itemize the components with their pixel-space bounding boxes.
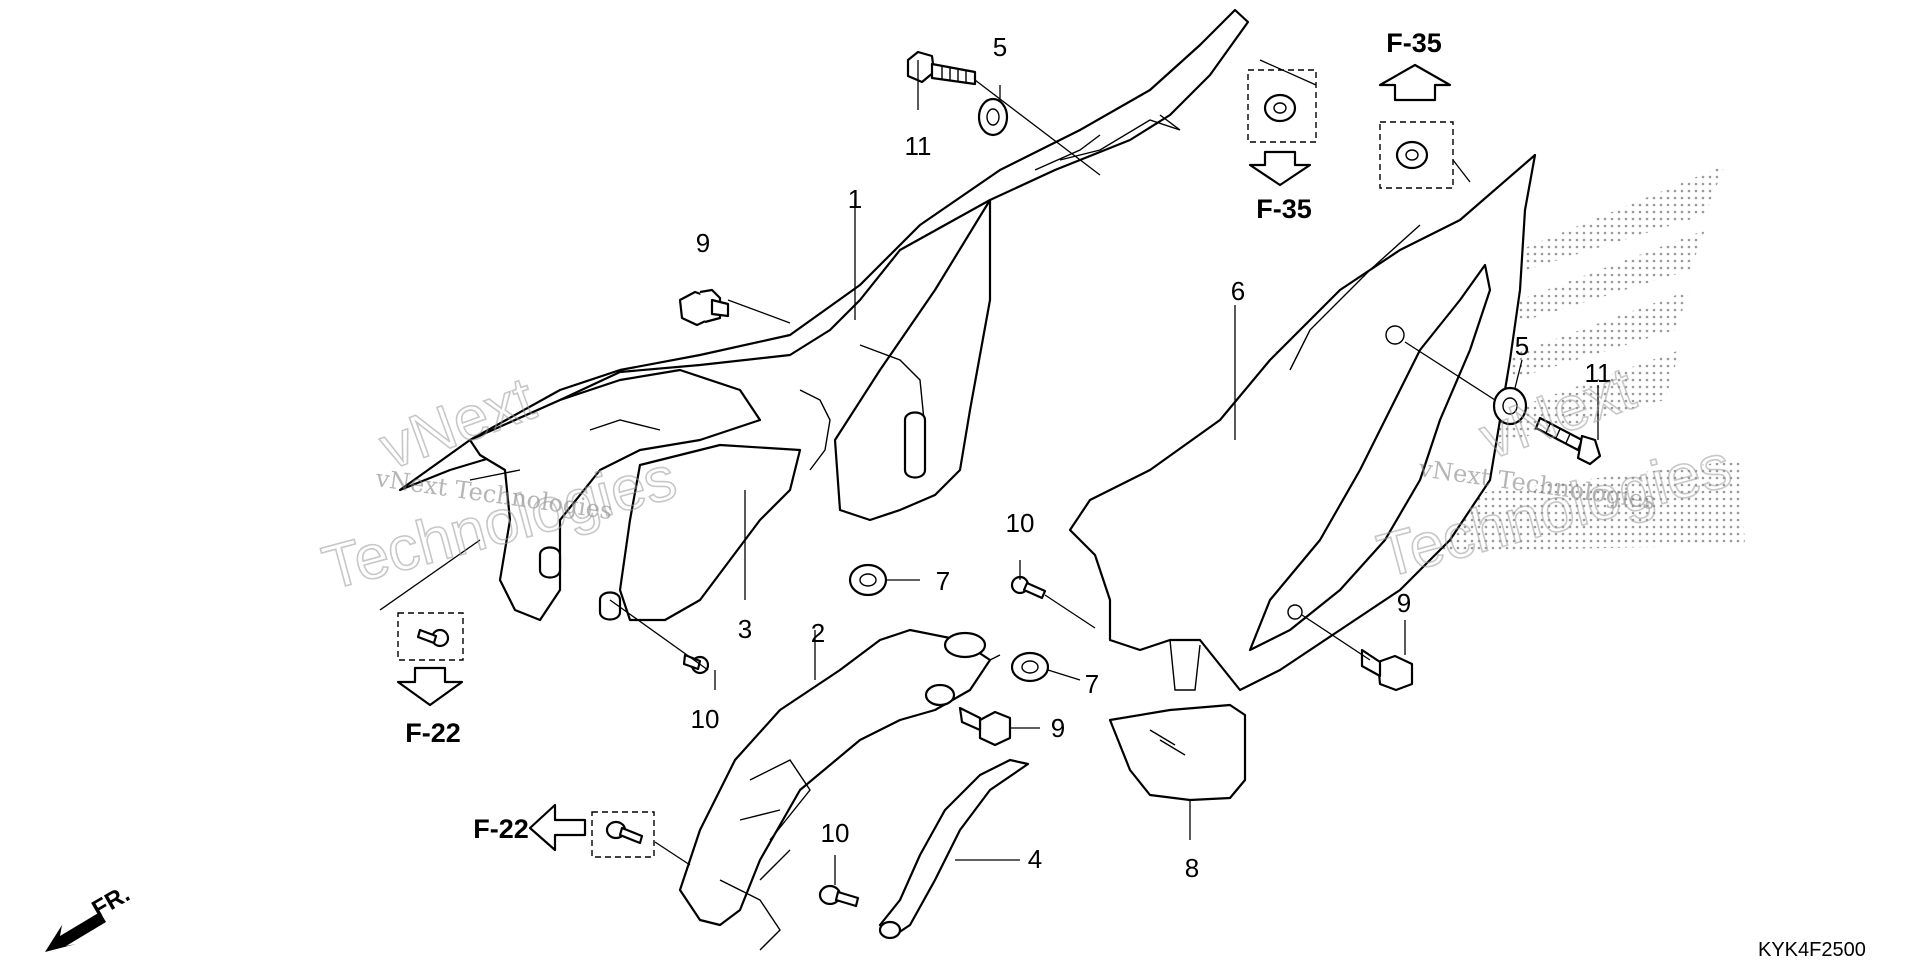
ref-label-f35-middle: F-35 [1256,194,1312,224]
ref-box-f22-bottom [591,811,655,858]
screw-10-left [682,653,710,675]
callout-10-right: 10 [1006,508,1035,538]
callout-10-left: 10 [691,704,720,734]
part-2-lower-cover [678,628,992,951]
grommet-5-top [977,97,1009,137]
arrow-left-f22 [528,803,587,852]
arrow-up-f35 [1378,63,1452,102]
part-8-small-cover [1108,703,1247,802]
grommet-5-right [1492,386,1528,426]
callout-9-middle: 9 [1051,713,1065,743]
grommet-7-left [848,563,888,597]
callout-11-right: 11 [1585,358,1612,388]
callout-11-top: 11 [905,131,932,161]
callout-8: 8 [1185,853,1199,883]
ref-label-f22-left: F-22 [405,718,461,748]
diagram-code: KYK4F2500 [1758,939,1866,960]
ref-label-f22-bottom: F-22 [473,814,529,844]
callout-7-left: 7 [936,566,950,596]
ref-box-f22-left [397,612,464,661]
part-4-trim-strip [878,758,1030,940]
bolt-11-right [1534,416,1602,466]
callout-4: 4 [1028,844,1042,874]
screw-10-bottom [818,884,860,908]
grommet-7-right [1010,651,1050,683]
callout-1: 1 [848,184,862,214]
bolt-9-right [1360,648,1414,692]
ref-box-f35-top [1379,121,1454,189]
bolt-11-top [906,50,977,86]
part-6-right-side-cover [1068,153,1537,692]
callout-2: 2 [811,618,825,648]
callout-6: 6 [1231,276,1245,306]
callout-9-right: 9 [1397,588,1411,618]
bolt-9-middle [958,706,1012,747]
screw-10-right [1010,575,1047,600]
ref-label-f35-top: F-35 [1386,28,1442,58]
callout-10-bottom: 10 [821,818,850,848]
callout-7-right: 7 [1085,669,1099,699]
callout-3: 3 [738,614,752,644]
front-direction-arrow [45,912,106,952]
part-3-inner-panel [468,368,802,622]
callout-5-right: 5 [1515,331,1529,361]
bolt-9-left [678,288,730,327]
leader-lines [379,59,1599,885]
callout-5-top: 5 [993,32,1007,62]
arrow-down-f35 [1248,150,1312,187]
arrow-down-f22 [396,666,464,707]
callout-9-left: 9 [696,228,710,258]
